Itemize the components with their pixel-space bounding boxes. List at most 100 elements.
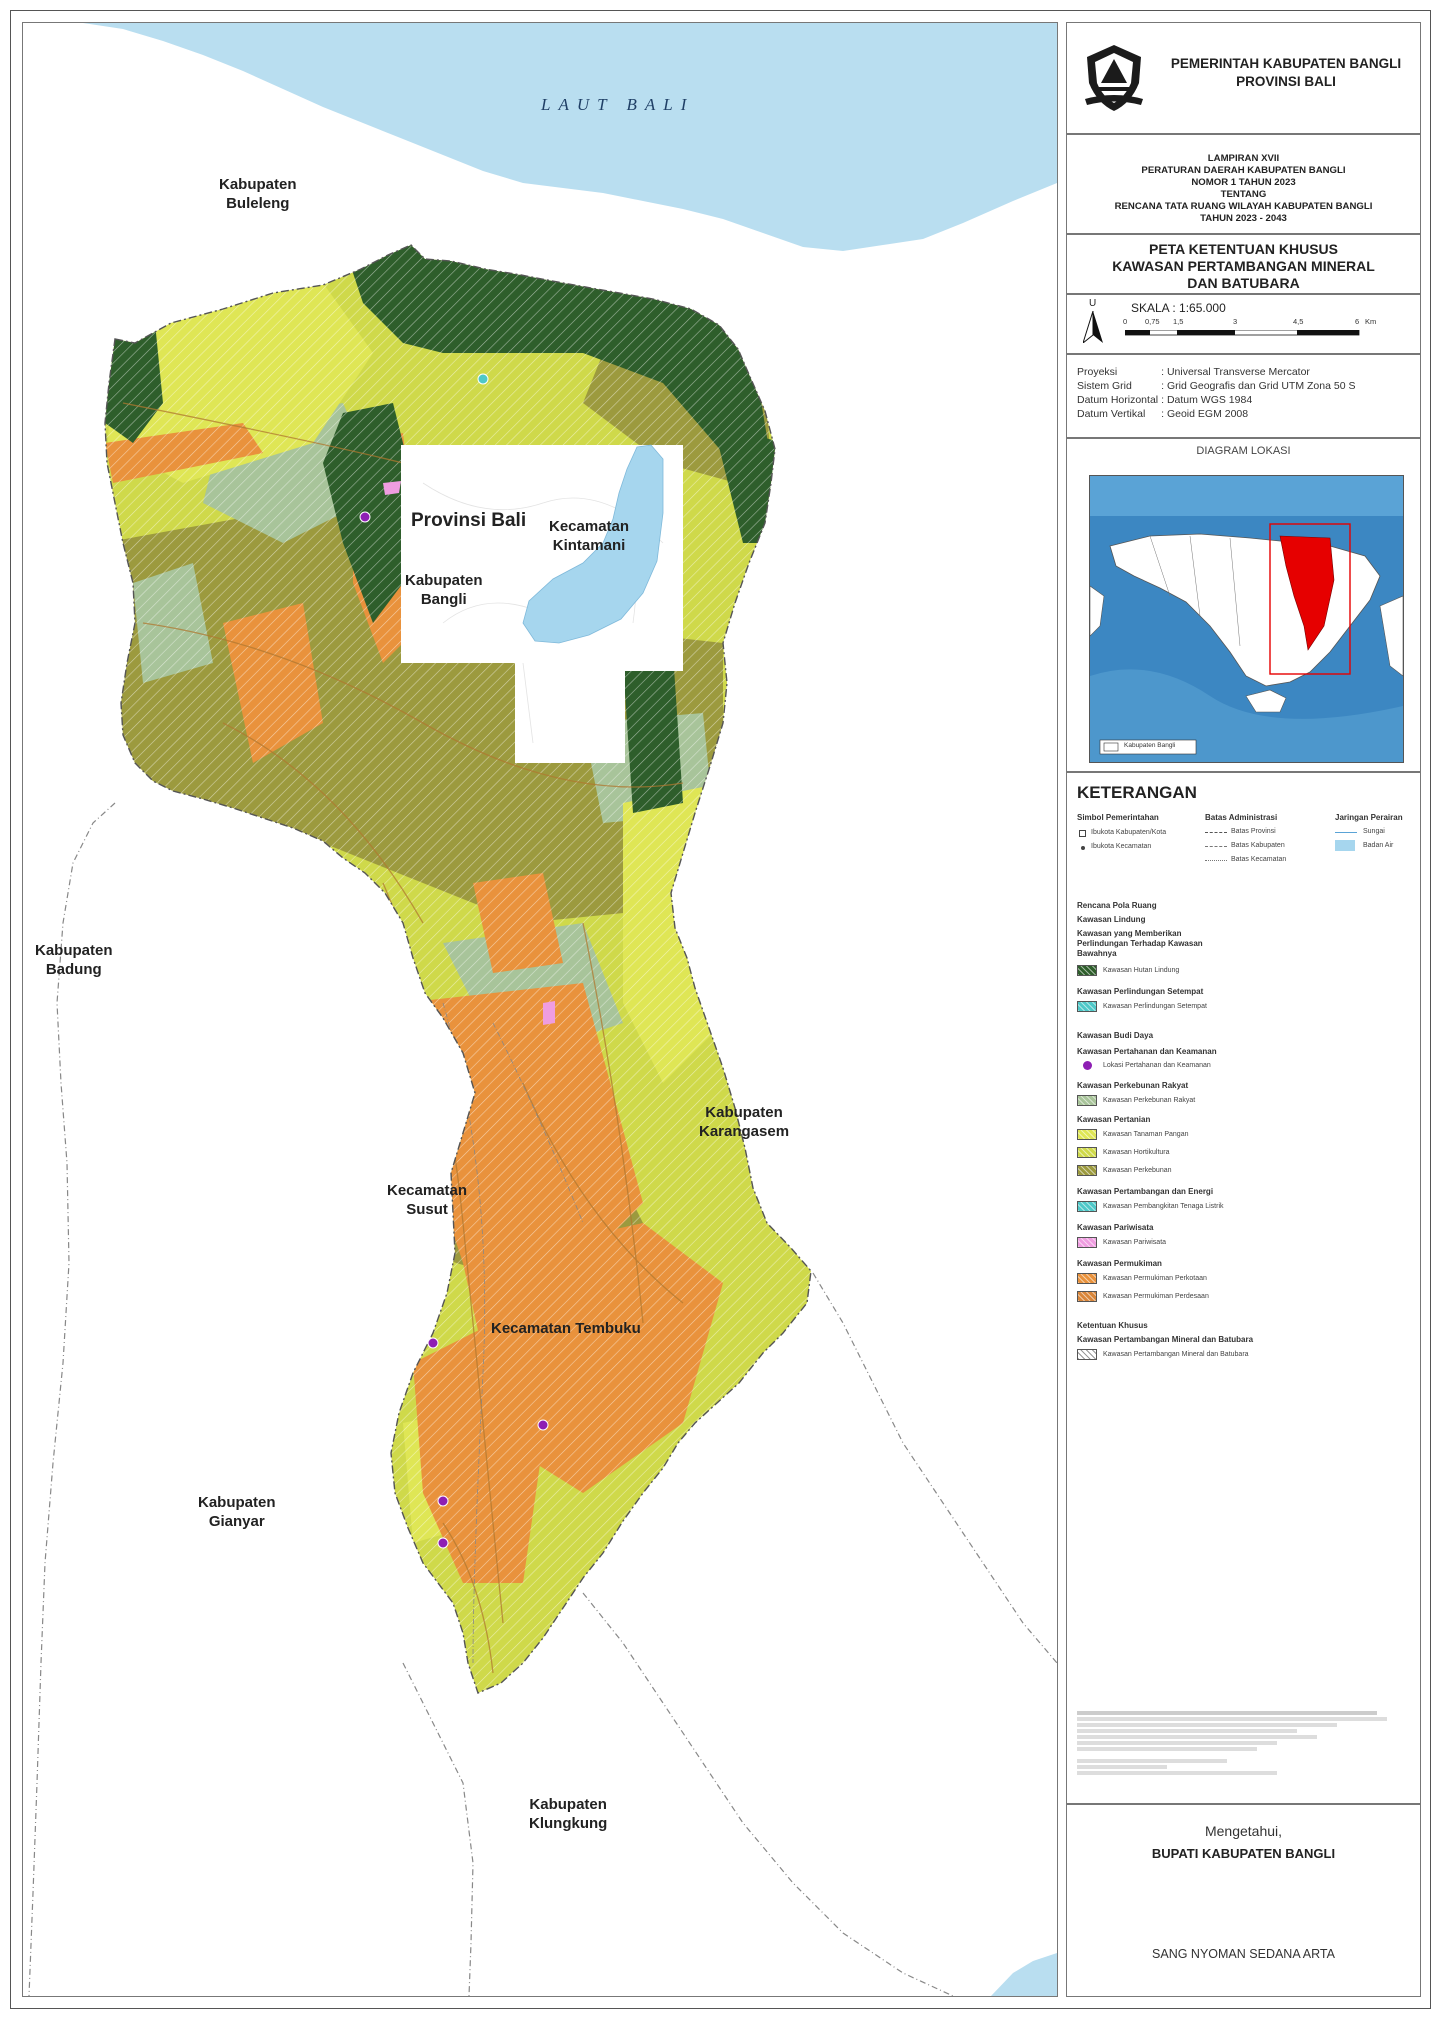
legend-khusus-sub: Kawasan Pertambangan Mineral dan Batubar… [1077,1335,1254,1344]
legend-rakyat: Kawasan Perkebunan Rakyat [1103,1097,1196,1104]
defence-markers [359,511,549,1549]
legend-pangan: Kawasan Tanaman Pangan [1103,1131,1189,1138]
batas-provinsi-line [1205,832,1227,833]
batas-kabupaten-line [1205,846,1227,847]
legend-sungai: Sungai [1363,828,1385,835]
legend-pariwisata: Kawasan Pariwisata [1103,1239,1167,1246]
legend-setempat: Kawasan Perlindungan Setempat [1103,1003,1207,1010]
legend-rpr: Rencana Pola Ruang [1077,901,1157,910]
legend-badan-air: Badan Air [1363,842,1394,849]
legend-energi: Kawasan Pembangkitan Tenaga Listrik [1103,1203,1224,1210]
legend-pertahanan-header: Kawasan Pertahanan dan Keamanan [1077,1047,1217,1056]
header-box: PEMERINTAH KABUPATEN BANGLI PROVINSI BAL… [1066,22,1421,134]
perkotaan-swatch [1077,1273,1097,1284]
tourism-spots [383,481,555,1025]
north-label: U [1089,298,1097,309]
hutan-lindung-swatch [1077,965,1097,976]
diagram-title: DIAGRAM LOKASI [1196,445,1291,457]
legend-box: KETERANGAN Simbol Pemerintahan Ibukota K… [1066,772,1421,1804]
legend-batas-kabupaten: Batas Kabupaten [1231,842,1285,849]
hortikultura-swatch [1077,1147,1097,1158]
legend-hutan-lindung: Kawasan Hutan Lindung [1103,967,1180,974]
legend-perkebunan: Kawasan Perkebunan [1103,1167,1172,1174]
perdesaan-swatch [1077,1291,1097,1302]
ibukota-kec-icon [1081,846,1085,850]
sungai-line [1335,832,1357,833]
batas-kecamatan-line [1205,860,1227,861]
legend-title: KETERANGAN [1077,783,1197,802]
map-svg [23,23,1057,1996]
badan-air-swatch [1335,840,1355,851]
sea-label: LAUT BALI [541,95,695,114]
sea-area-south [991,1953,1057,1996]
legend-hortikultura: Kawasan Hortikultura [1103,1149,1170,1156]
pariwisata-swatch [1077,1237,1097,1248]
legend-batas-provinsi: Batas Provinsi [1231,828,1276,835]
scale-label: SKALA : 1:65.000 [1131,301,1226,315]
map-frame [10,10,1431,2009]
scale-box: U SKALA : 1:65.000 0 0,75 1,5 3 4,5 6 Km [1066,294,1421,354]
legend-energi-header: Kawasan Pertambangan dan Energi [1077,1187,1214,1196]
inset-legend: Kabupaten Bangli [1124,742,1176,749]
ibukota-kab-icon [1079,830,1086,837]
location-diagram: DIAGRAM LOKASI Kabupaten Bangli [1066,438,1421,772]
legend-pariwisata-header: Kawasan Pariwisata [1077,1223,1154,1232]
legend-ibukota-kec: Ibukota Kecamatan [1091,843,1152,850]
legend-setempat-header: Kawasan Perlindungan Setempat [1077,987,1204,996]
north-arrow-icon [1083,311,1103,343]
pertambangan-swatch [1077,1349,1097,1360]
projection-table: Proyeksi: Universal Transverse Mercator … [1077,366,1356,420]
legend-budidaya: Kawasan Budi Daya [1077,1031,1154,1040]
setempat-swatch [1077,1001,1097,1012]
legend-perdesaan: Kawasan Permukiman Perdesaan [1103,1293,1209,1300]
legend-pertahanan: Lokasi Pertahanan dan Keamanan [1103,1062,1211,1069]
legend-rakyat-header: Kawasan Perkebunan Rakyat [1077,1081,1189,1090]
legend-batas-kecamatan: Batas Kecamatan [1231,856,1287,863]
perkebunan-swatch [1077,1165,1097,1176]
legend-lindung: Kawasan Lindung [1077,915,1146,924]
legend-batas-header: Batas Administrasi [1205,813,1278,822]
label-provinsi-bali: Provinsi Bali [411,510,527,531]
map-title: PETA KETENTUAN KHUSUS KAWASAN PERTAMBANG… [1066,234,1421,294]
sign-name: SANG NYOMAN SEDANA ARTA [1152,1947,1335,1961]
legend-perkotaan: Kawasan Permukiman Perkotaan [1103,1275,1207,1282]
energy-spot [477,373,489,385]
side-panel: PEMERINTAH KABUPATEN BANGLI PROVINSI BAL… [1066,22,1421,1997]
sign-mengetahui: Mengetahui, [1204,1823,1283,1839]
label-tembuku: Kecamatan Tembuku [491,1320,641,1337]
bangli-regency-emblem-icon [1085,45,1143,111]
regency-boundaries [28,802,1057,1996]
legend-simbol-header: Simbol Pemerintahan [1077,813,1159,822]
bangli-highlight [1279,535,1335,651]
lake-batur [522,444,664,644]
legend-permukiman-header: Kawasan Permukiman [1077,1259,1162,1268]
government-title: PEMERINTAH KABUPATEN BANGLI PROVINSI BAL… [1170,56,1402,89]
energi-swatch [1077,1201,1097,1212]
legend-pertambangan: Kawasan Pertambangan Mineral dan Batubar… [1103,1351,1249,1358]
land-use-mosaic [105,245,811,1693]
legend-perairan-header: Jaringan Perairan [1335,813,1403,822]
projection-box: Proyeksi: Universal Transverse Mercator … [1066,354,1421,438]
scale-ticks: 0 0,75 1,5 3 4,5 6 Km [1123,317,1377,326]
sign-bupati: BUPATI KABUPATEN BANGLI [1151,1846,1336,1861]
pertahanan-marker-icon [1083,1061,1092,1070]
lampiran-box: LAMPIRAN XVII PERATURAN DAERAH KABUPATEN… [1066,134,1421,234]
legend-notes [1077,1709,1412,1777]
legend-lindung-sub: Kawasan yang Memberikan Perlindungan Ter… [1077,929,1203,958]
pangan-swatch [1077,1129,1097,1140]
legend-khusus-header: Ketentuan Khusus [1077,1321,1148,1330]
rakyat-swatch [1077,1095,1097,1106]
location-inset-map[interactable]: Kabupaten Bangli [1089,475,1404,763]
signature-box: Mengetahui, BUPATI KABUPATEN BANGLI SANG… [1066,1804,1421,1997]
inset-svg [1090,476,1403,762]
legend-ibukota-kab: Ibukota Kabupaten/Kota [1091,829,1167,836]
